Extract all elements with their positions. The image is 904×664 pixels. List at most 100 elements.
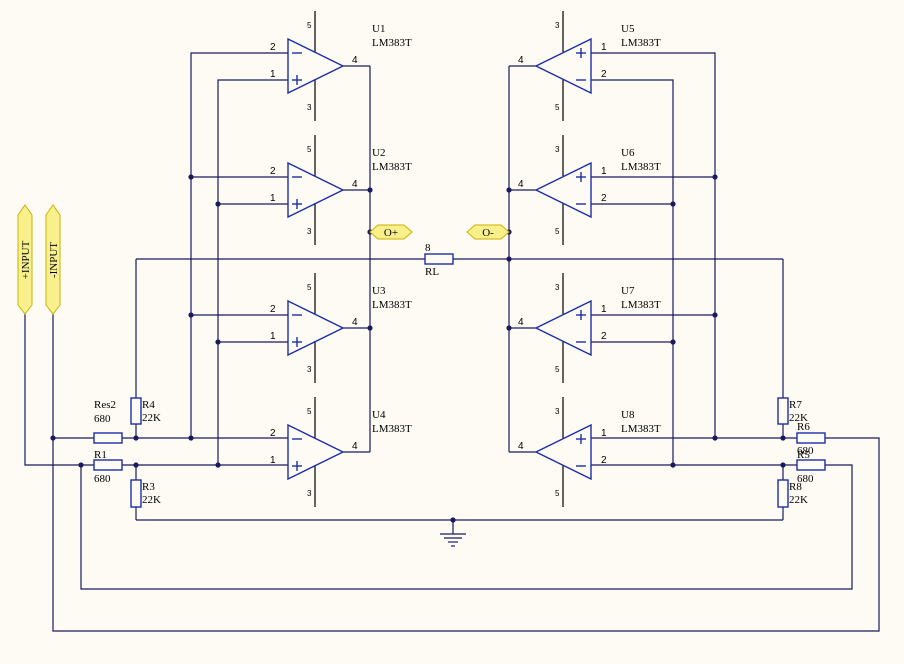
opamp-pin-bottom: 5 (555, 489, 560, 498)
port-in-minus[interactable]: -INPUT (45, 204, 61, 315)
port-in-minus-label: -INPUT (48, 242, 60, 278)
opamp-ref: U1 (372, 23, 385, 35)
opamp-triangle (287, 37, 345, 95)
resistor-r7-ref: R7 (789, 399, 802, 411)
opamp-part: LM383T (372, 161, 412, 173)
opamp-part: LM383T (621, 37, 661, 49)
opamp-pin-out: 4 (518, 55, 524, 66)
opamp-pin-out: 4 (352, 317, 358, 328)
resistor-r4-ref: R4 (142, 399, 155, 411)
opamp-ref: U7 (621, 285, 635, 297)
wires-right (508, 52, 797, 520)
opamp-pin-top: 3 (555, 145, 560, 154)
opamp-pin-noninv: 1 (601, 42, 607, 53)
resistor-r3[interactable]: R3 22K (130, 479, 161, 508)
opamp-pin-inv: 2 (601, 331, 607, 342)
opamp-pin-bottom: 3 (307, 365, 312, 374)
port-out-plus[interactable]: O+ (369, 224, 413, 240)
opamp-pin-top: 3 (555, 283, 560, 292)
opamp-pin-inv: 2 (270, 166, 276, 177)
opamp-pin-inv: 2 (601, 69, 607, 80)
resistor-r3-value: 22K (142, 494, 161, 506)
resistor-r7-value: 22K (789, 412, 808, 424)
port-out-plus-label: O+ (384, 227, 398, 239)
opamp-pin-out: 4 (518, 179, 524, 190)
resistor-res2-ref: Res2 (94, 399, 116, 411)
port-in-plus[interactable]: +INPUT (17, 204, 33, 315)
opamp-pin-inv: 2 (601, 455, 607, 466)
opamp-pin-top: 5 (307, 21, 312, 30)
opamp-pin-bottom: 3 (307, 489, 312, 498)
junctions (50, 174, 786, 523)
resistor-r8-value: 22K (789, 494, 808, 506)
opamp-group: 21453U1LM383T21453U2LM383T21453U3LM383T2… (270, 11, 661, 507)
opamp-pin-bottom: 5 (555, 103, 560, 112)
opamp-pin-bottom: 3 (307, 103, 312, 112)
resistor-r3-ref: R3 (142, 481, 155, 493)
opamp-triangle (287, 423, 345, 481)
opamp-pin-noninv: 1 (270, 69, 276, 80)
opamp-triangle (534, 37, 592, 95)
ground-icon (440, 533, 466, 547)
opamp-triangle (287, 299, 345, 357)
opamp-part: LM383T (372, 37, 412, 49)
opamp-pin-noninv: 1 (601, 428, 607, 439)
resistor-r7[interactable]: R7 22K (777, 397, 808, 425)
port-in-plus-label: +INPUT (20, 240, 32, 279)
resistor-r8[interactable]: R8 22K (777, 479, 808, 508)
opamp-pin-noninv: 1 (601, 166, 607, 177)
opamp-triangle (534, 423, 592, 481)
resistor-r1-ref: R1 (94, 449, 107, 461)
opamp-ref: U3 (372, 285, 386, 297)
opamp-part: LM383T (372, 299, 412, 311)
opamp-ref: U4 (372, 409, 386, 421)
resistor-rl-ref: RL (425, 266, 439, 278)
wires-left (24, 52, 880, 632)
opamp-pin-inv: 2 (270, 428, 276, 439)
resistor-r1-value: 680 (94, 473, 111, 485)
resistor-r4[interactable]: R4 22K (130, 397, 161, 425)
opamp-triangle (534, 299, 592, 357)
resistor-r6-value: 680 (797, 445, 814, 457)
resistor-r1[interactable]: R1 680 (93, 449, 123, 485)
opamp-pin-bottom: 5 (555, 365, 560, 374)
port-out-minus[interactable]: O- (466, 224, 510, 240)
opamp-pin-top: 5 (307, 145, 312, 154)
opamp-pin-noninv: 1 (270, 193, 276, 204)
opamp-ref: U5 (621, 23, 635, 35)
opamp-ref: U6 (621, 147, 635, 159)
opamp-pin-inv: 2 (601, 193, 607, 204)
resistor-r5-value: 680 (797, 473, 814, 485)
opamp-pin-top: 5 (307, 407, 312, 416)
resistor-res2[interactable]: Res2 680 (93, 399, 123, 444)
opamp-pin-out: 4 (518, 441, 524, 452)
opamp-ref: U2 (372, 147, 385, 159)
opamp-pin-inv: 2 (270, 42, 276, 53)
opamp-part: LM383T (621, 161, 661, 173)
opamp-pin-noninv: 1 (601, 304, 607, 315)
opamp-pin-top: 3 (555, 407, 560, 416)
resistor-r6-ref: R6 (797, 421, 810, 433)
opamp-pin-out: 4 (352, 179, 358, 190)
opamp-pin-noninv: 1 (270, 455, 276, 466)
resistor-rl[interactable]: 8 RL (424, 242, 454, 278)
opamp-part: LM383T (372, 423, 412, 435)
opamp-pin-top: 3 (555, 21, 560, 30)
resistor-r5[interactable]: R5 680 (796, 449, 826, 485)
resistor-r6[interactable]: R6 680 (796, 421, 826, 457)
opamp-pin-out: 4 (352, 441, 358, 452)
opamp-part: LM383T (621, 423, 661, 435)
opamp-triangle (534, 161, 592, 219)
opamp-pin-out: 4 (518, 317, 524, 328)
opamp-ref: U8 (621, 409, 635, 421)
